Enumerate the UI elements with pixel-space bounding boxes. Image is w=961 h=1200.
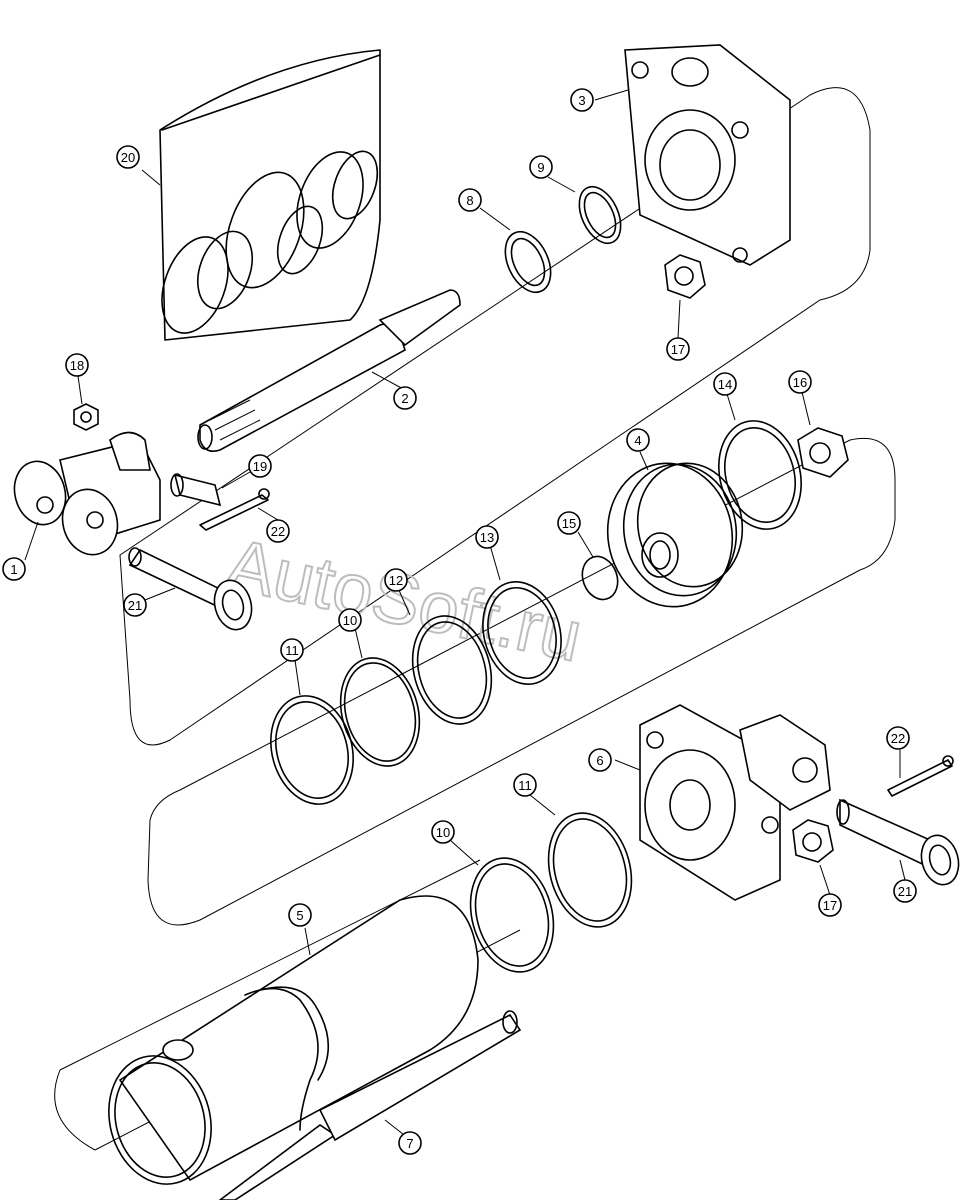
callout-20: 20 bbox=[116, 145, 140, 169]
svg-text:6: 6 bbox=[596, 753, 603, 768]
piston bbox=[606, 462, 744, 608]
ring-11-middle bbox=[270, 695, 354, 805]
ring-8 bbox=[504, 230, 552, 294]
cotter-pin-22-right bbox=[887, 755, 954, 797]
seal-kit-bag bbox=[159, 49, 381, 341]
callout-12: 12 bbox=[384, 568, 408, 592]
callout-14: 14 bbox=[713, 372, 737, 396]
svg-text:1: 1 bbox=[10, 562, 17, 577]
callout-8: 8 bbox=[458, 188, 482, 212]
ring-11-bottom bbox=[547, 812, 633, 928]
svg-text:7: 7 bbox=[406, 1136, 413, 1151]
callout-13: 13 bbox=[475, 525, 499, 549]
svg-text:13: 13 bbox=[480, 530, 494, 545]
bolt-19 bbox=[170, 473, 222, 507]
callout-6: 6 bbox=[588, 748, 612, 772]
svg-text:11: 11 bbox=[518, 778, 532, 793]
callout-15: 15 bbox=[557, 511, 581, 535]
nut-17-bottom bbox=[792, 819, 834, 863]
callout-21-right: 21 bbox=[893, 879, 917, 903]
callout-3: 3 bbox=[570, 88, 594, 112]
callout-7: 7 bbox=[398, 1131, 422, 1155]
callout-17-bottom: 17 bbox=[818, 893, 842, 917]
ring-10-middle bbox=[339, 657, 421, 767]
ring-9 bbox=[578, 185, 622, 245]
svg-text:8: 8 bbox=[466, 193, 473, 208]
nut-18 bbox=[73, 403, 99, 431]
svg-text:10: 10 bbox=[436, 825, 450, 840]
callout-21-left: 21 bbox=[123, 593, 147, 617]
callouts: 1 2 3 4 5 6 7 8 9 10 10 11 11 12 13 14 1… bbox=[2, 88, 917, 1155]
svg-text:10: 10 bbox=[343, 613, 357, 628]
callout-5: 5 bbox=[288, 903, 312, 927]
cap-end bbox=[639, 704, 831, 901]
callout-18: 18 bbox=[65, 353, 89, 377]
callout-10-bottom: 10 bbox=[431, 820, 455, 844]
svg-text:12: 12 bbox=[389, 573, 403, 588]
svg-text:22: 22 bbox=[891, 731, 905, 746]
ring-14 bbox=[718, 420, 802, 530]
callout-1: 1 bbox=[2, 557, 26, 581]
rod-clevis bbox=[13, 431, 161, 556]
svg-text:2: 2 bbox=[401, 391, 408, 406]
callout-11-middle: 11 bbox=[280, 638, 304, 662]
leader-lines bbox=[24, 89, 906, 1139]
svg-text:16: 16 bbox=[793, 375, 807, 390]
o-ring-15 bbox=[581, 555, 619, 601]
callout-9: 9 bbox=[529, 155, 553, 179]
callout-22-left: 22 bbox=[266, 519, 290, 543]
callout-4: 4 bbox=[626, 428, 650, 452]
ring-10-bottom bbox=[469, 857, 555, 973]
svg-text:4: 4 bbox=[634, 433, 641, 448]
cotter-pin-22-left bbox=[199, 488, 270, 531]
ring-12 bbox=[411, 615, 493, 725]
head-gland bbox=[624, 44, 791, 266]
callout-19: 19 bbox=[248, 454, 272, 478]
top-group-outline bbox=[119, 87, 871, 746]
svg-text:18: 18 bbox=[70, 358, 84, 373]
piston-rod bbox=[197, 289, 461, 453]
nut-16 bbox=[797, 427, 849, 478]
svg-text:20: 20 bbox=[121, 150, 135, 165]
svg-text:19: 19 bbox=[253, 459, 267, 474]
nut-17-top bbox=[664, 254, 706, 299]
callout-2: 2 bbox=[393, 386, 417, 410]
pin-21-left bbox=[128, 547, 253, 631]
svg-text:17: 17 bbox=[823, 898, 837, 913]
barrel bbox=[108, 895, 479, 1185]
svg-text:21: 21 bbox=[898, 884, 912, 899]
svg-text:9: 9 bbox=[537, 160, 544, 175]
ring-13 bbox=[482, 581, 562, 685]
callout-22-right: 22 bbox=[886, 726, 910, 750]
svg-text:21: 21 bbox=[128, 598, 142, 613]
svg-text:15: 15 bbox=[562, 516, 576, 531]
svg-text:14: 14 bbox=[718, 377, 732, 392]
middle-group-outline bbox=[147, 437, 896, 926]
callout-17-top: 17 bbox=[666, 337, 690, 361]
tie-rod bbox=[218, 1010, 522, 1200]
callout-11-bottom: 11 bbox=[513, 773, 537, 797]
callout-16: 16 bbox=[788, 370, 812, 394]
callout-10-middle: 10 bbox=[338, 608, 362, 632]
pin-21-right bbox=[836, 798, 960, 886]
svg-text:22: 22 bbox=[271, 524, 285, 539]
svg-text:5: 5 bbox=[296, 908, 303, 923]
svg-text:11: 11 bbox=[285, 643, 299, 658]
svg-text:17: 17 bbox=[671, 342, 685, 357]
svg-text:3: 3 bbox=[578, 93, 585, 108]
